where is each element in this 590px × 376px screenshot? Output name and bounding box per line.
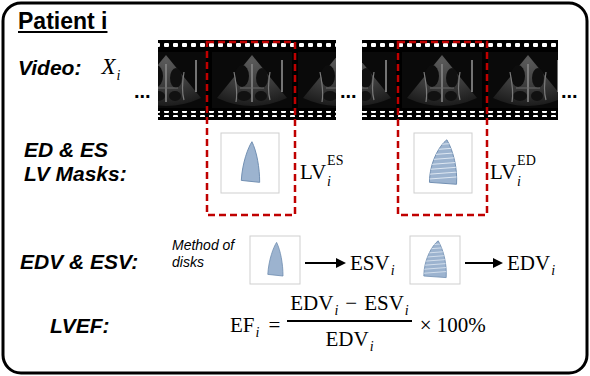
outer-frame (3, 3, 587, 373)
ellipsis: ... (340, 80, 357, 102)
subscript: i (517, 174, 521, 190)
subscript: i (551, 263, 555, 279)
math-symbol: ESV (350, 251, 390, 275)
title: Patient i (18, 7, 107, 35)
math-symbol: X (101, 54, 115, 80)
row-label: EDV & ESV: (20, 250, 138, 274)
row-label: ED & ES LV Masks: (24, 138, 134, 186)
subscript: i (405, 303, 409, 319)
lv-mask (410, 236, 460, 284)
math-symbol: EF (230, 313, 255, 337)
film-strip (158, 40, 336, 120)
subscript: i (391, 263, 395, 279)
math-symbol: EDV (290, 291, 333, 315)
lv-mask (414, 133, 472, 193)
subscript: i (370, 339, 374, 355)
subscript: i (334, 303, 338, 319)
row-label: LVEF: (50, 314, 110, 338)
arrow (305, 262, 344, 264)
film-strip (362, 40, 558, 120)
frame-highlight (398, 42, 487, 215)
fraction-bar (287, 320, 411, 322)
method-note: Method of disks (172, 237, 236, 271)
math-symbol: LV (300, 160, 326, 184)
subscript: i (116, 68, 120, 84)
math-operator: = (268, 313, 280, 337)
lv-mask (250, 236, 300, 284)
math-symbol: ESV (364, 291, 404, 315)
ellipsis: ... (134, 80, 151, 102)
arrow (465, 262, 501, 264)
lv-mask (221, 133, 279, 193)
math-symbol: LV (490, 160, 516, 184)
subscript: i (327, 174, 331, 190)
frame-highlight (207, 42, 295, 215)
math-term: × 100% (420, 313, 486, 337)
math-operator: − (345, 291, 357, 315)
row-label: Video: (18, 56, 81, 80)
ellipsis: ... (561, 80, 578, 102)
superscript: ES (327, 153, 343, 169)
math-symbol: EDV (325, 327, 368, 351)
subscript: i (256, 325, 260, 341)
math-symbol: EDV (507, 251, 550, 275)
superscript: ED (517, 153, 536, 169)
